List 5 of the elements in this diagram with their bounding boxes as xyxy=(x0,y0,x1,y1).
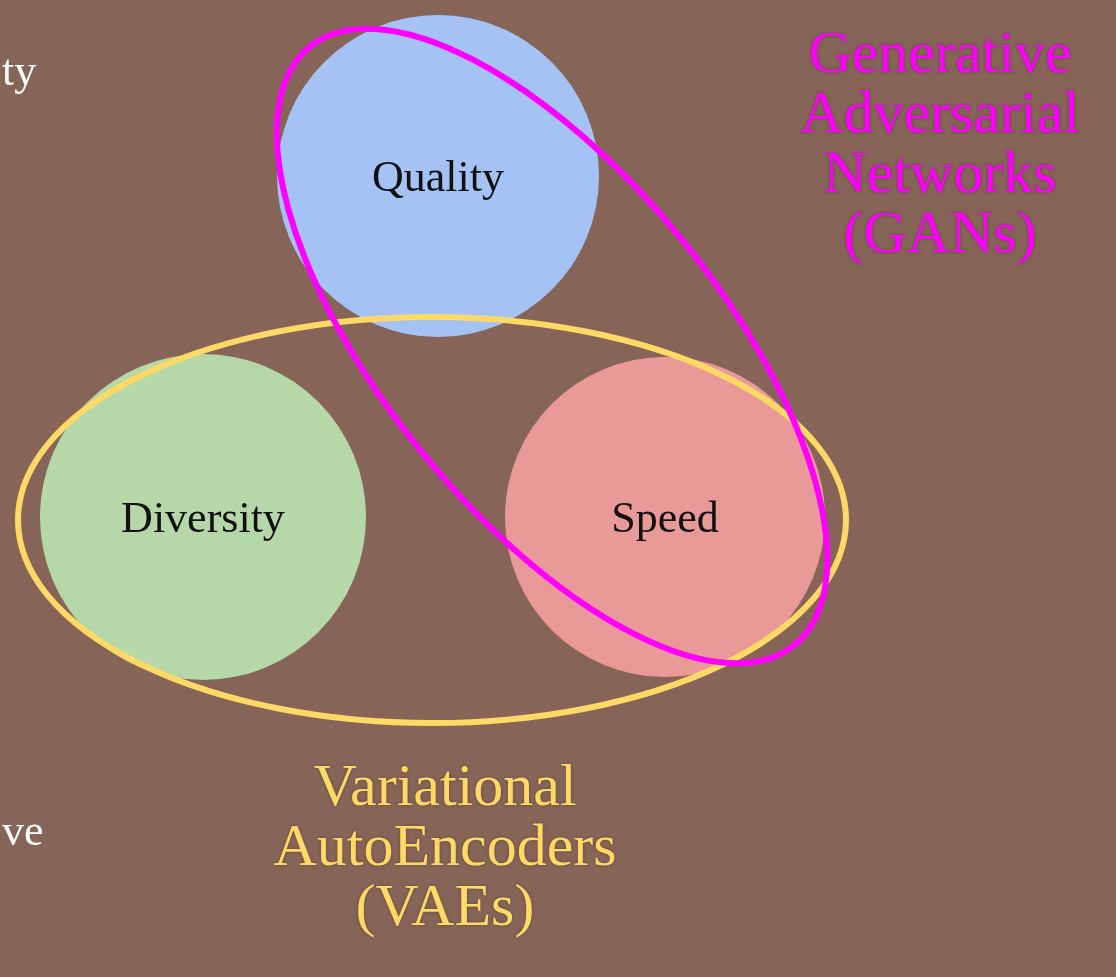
circle-label: Quality xyxy=(372,150,504,202)
cut-off-text: ve xyxy=(2,805,44,856)
cut-off-text: ty xyxy=(2,45,37,96)
circle-label: Diversity xyxy=(121,491,285,543)
circle-label: Speed xyxy=(611,491,719,543)
